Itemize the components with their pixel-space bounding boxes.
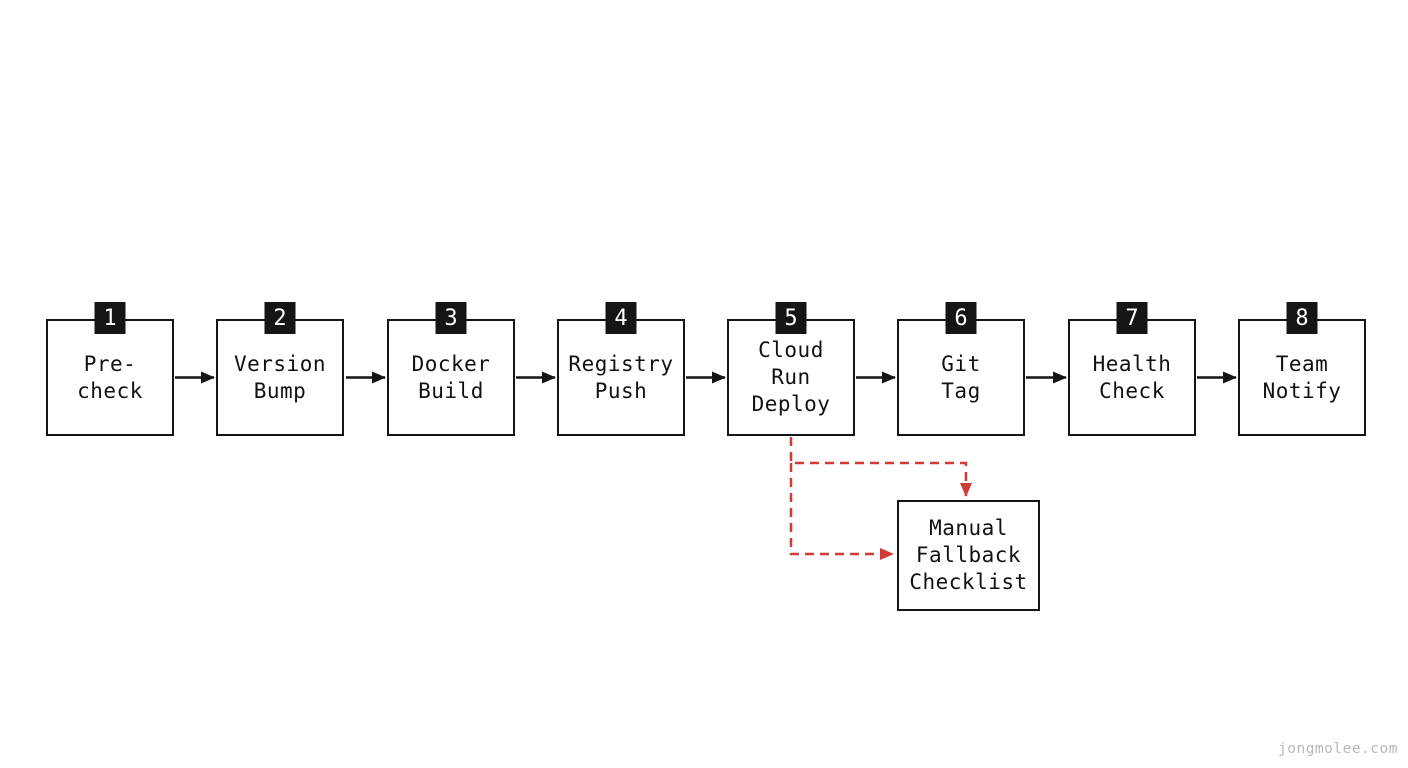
watermark: jongmolee.com xyxy=(1278,741,1398,757)
step-label: Registry Push xyxy=(568,351,674,403)
step-label: Health Check xyxy=(1092,351,1172,403)
fallback-arrow-side xyxy=(789,463,894,560)
step-box-docker-build: 3 Docker Build xyxy=(387,302,515,436)
step-box-precheck: 1 Pre- check xyxy=(46,302,174,436)
step-number-badge: 2 xyxy=(264,302,296,334)
fallback-label: Manual Fallback Checklist xyxy=(909,516,1028,594)
step-box-health-check: 7 Health Check xyxy=(1068,302,1196,436)
step-number-badge: 7 xyxy=(1116,302,1148,334)
fallback-arrow-top xyxy=(789,437,972,497)
step-label: Team Notify xyxy=(1262,351,1342,403)
step-number-badge: 6 xyxy=(945,302,977,334)
fallback-box-manual-checklist: Manual Fallback Checklist xyxy=(897,500,1040,611)
step-number-badge: 8 xyxy=(1286,302,1318,334)
step-number-badge: 4 xyxy=(605,302,637,334)
step-number-badge: 1 xyxy=(94,302,126,334)
step-box-cloud-run-deploy: 5 Cloud Run Deploy xyxy=(727,302,855,436)
step-box-version-bump: 2 Version Bump xyxy=(216,302,344,436)
step-box-team-notify: 8 Team Notify xyxy=(1238,302,1366,436)
step-box-registry-push: 4 Registry Push xyxy=(557,302,685,436)
step-box-git-tag: 6 Git Tag xyxy=(897,302,1025,436)
step-label: Pre- check xyxy=(77,351,143,403)
step-label: Git Tag xyxy=(941,351,981,403)
step-number-badge: 3 xyxy=(435,302,467,334)
step-label: Docker Build xyxy=(411,351,491,403)
step-label: Version Bump xyxy=(233,351,326,403)
step-number-badge: 5 xyxy=(775,302,807,334)
step-label: Cloud Run Deploy xyxy=(751,338,831,416)
